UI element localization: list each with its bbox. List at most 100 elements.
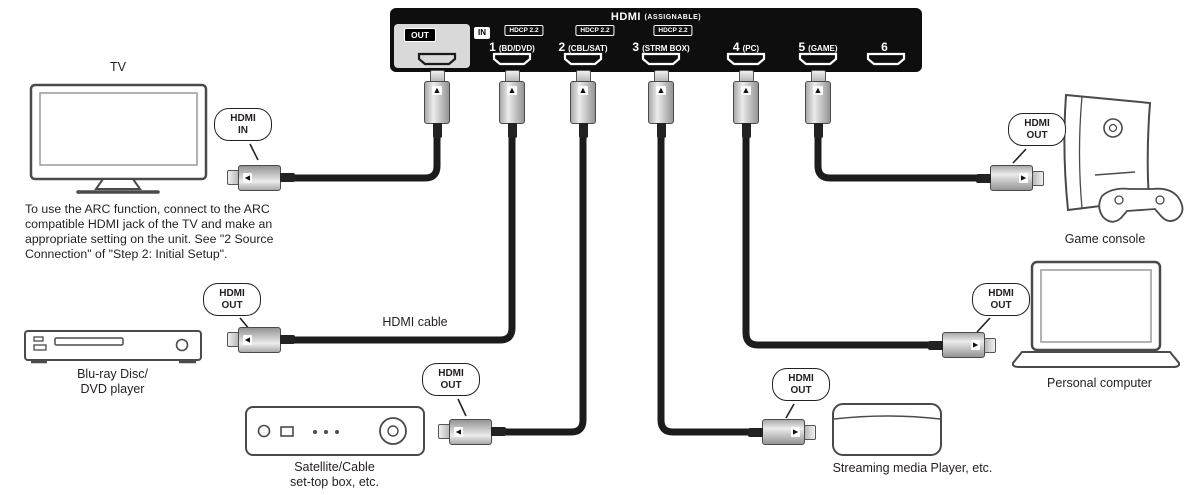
plug-body: ▲	[570, 81, 596, 124]
hdmi-port-5	[798, 52, 838, 66]
callout-line2: OUT	[440, 379, 462, 391]
cable-4-to-pc	[742, 121, 939, 349]
port-3-number: 3	[632, 40, 640, 54]
plug-tip	[985, 337, 996, 353]
hdmi-plug-in1: ▲	[499, 70, 525, 138]
plug-neck	[280, 335, 295, 345]
hdmi-plug-in5: ▲	[805, 70, 831, 138]
callout-line2: OUT	[990, 299, 1012, 311]
plug-neck	[491, 427, 506, 437]
hdmi-plug-streaming: ▲	[748, 419, 816, 445]
plug-tip	[227, 170, 238, 186]
cables	[284, 121, 986, 436]
hdmi-cable-label: HDMI cable	[382, 315, 448, 329]
plug-body: ▲	[449, 419, 492, 445]
port-5-label: 5(GAME)	[763, 38, 873, 56]
plug-neck	[748, 427, 763, 437]
settop-illustration	[245, 406, 425, 456]
arc-note: To use the ARC function, connect to the …	[25, 202, 325, 262]
streaming-player-illustration	[832, 403, 942, 456]
cable-3-to-streaming	[657, 121, 759, 436]
plug-direction-marker: ▲	[506, 85, 518, 95]
plug-body: ▲	[762, 419, 805, 445]
hdmi-port-2	[563, 52, 603, 66]
bluray-label-line1: Blu-ray Disc/	[77, 367, 148, 381]
port-4-label: 4(PC)	[691, 38, 801, 56]
arc-note-line2: compatible HDMI jack of the TV and make …	[25, 217, 273, 231]
port-2-number: 2	[558, 40, 566, 54]
callout-line2: OUT	[221, 299, 243, 311]
plug-body: ▲	[733, 81, 759, 124]
plug-direction-marker: ▲	[655, 85, 667, 95]
hdcp-badge-3: HDCP 2.2	[653, 25, 693, 37]
plug-tip	[438, 424, 449, 440]
hdmi-plug-bluray: ▲	[227, 327, 295, 353]
panel-title: HDMI (ASSIGNABLE)	[390, 11, 922, 23]
plug-direction-marker: ▲	[242, 334, 252, 346]
personal-computer-illustration	[1011, 260, 1181, 368]
plug-direction-marker: ▲	[791, 426, 801, 438]
plug-tip	[504, 70, 520, 81]
port-2-label: 2(CBL/SAT)	[528, 38, 638, 56]
callout-hdmi-out-settop: HDMI OUT	[422, 363, 480, 396]
callout-line1: HDMI	[438, 368, 464, 379]
game-console-illustration	[1063, 93, 1184, 223]
tv-label: TV	[110, 60, 126, 74]
cable-2-to-settop	[496, 121, 587, 436]
plug-tip	[575, 70, 591, 81]
callout-hdmi-out-game: HDMI OUT	[1008, 113, 1066, 146]
port-2-name: (CBL/SAT)	[568, 44, 608, 53]
plug-neck	[928, 340, 943, 350]
bluray-label: Blu-ray Disc/ DVD player	[40, 367, 185, 397]
callout-hdmi-out-pc: HDMI OUT	[972, 283, 1030, 316]
plug-neck	[741, 123, 751, 138]
hdmi-port-out	[417, 52, 457, 66]
plug-neck	[280, 173, 295, 183]
plug-direction-marker: ▲	[1019, 172, 1029, 184]
cable-out-to-tv	[284, 121, 441, 182]
settop-label-line2: set-top box, etc.	[290, 474, 379, 489]
arc-note-line1: To use the ARC function, connect to the …	[25, 202, 270, 216]
callout-hdmi-in-tv: HDMI IN	[214, 108, 272, 141]
plug-tip	[429, 70, 445, 81]
plug-body: ▲	[805, 81, 831, 124]
plug-neck	[656, 123, 666, 138]
port-3-label: 3(STRM BOX)	[606, 38, 716, 56]
game-label: Game console	[1064, 232, 1146, 246]
callout-line2: OUT	[790, 384, 812, 396]
hdmi-out-label: OUT	[404, 28, 436, 43]
settop-label-line1: Satellite/Cable	[294, 460, 375, 474]
hdcp-badge-1: HDCP 2.2	[504, 25, 544, 37]
plug-body: ▲	[990, 165, 1033, 191]
plug-neck	[976, 173, 991, 183]
plug-body: ▲	[499, 81, 525, 124]
callout-tails	[239, 143, 1027, 419]
callout-hdmi-out-streaming: HDMI OUT	[772, 368, 830, 401]
arc-note-line3: appropriate setting on the unit. See "2 …	[25, 232, 274, 246]
plug-neck	[432, 123, 442, 138]
streaming-label: Streaming media Player, etc.	[832, 461, 993, 475]
callout-line1: HDMI	[1024, 118, 1050, 129]
cable-5-to-game	[814, 121, 986, 182]
plug-neck	[507, 123, 517, 138]
hdmi-plug-out: ▲	[424, 70, 450, 138]
plug-tip	[738, 70, 754, 81]
plug-tip	[805, 424, 816, 440]
port-5-name: (GAME)	[808, 44, 838, 53]
port-4-number: 4	[732, 40, 740, 54]
hdcp-badge-2: HDCP 2.2	[575, 25, 615, 37]
hdmi-plug-tv: ▲	[227, 165, 295, 191]
callout-hdmi-out-bluray: HDMI OUT	[203, 283, 261, 316]
plug-direction-marker: ▲	[242, 172, 252, 184]
bluray-label-line2: DVD player	[80, 381, 145, 396]
plug-neck	[813, 123, 823, 138]
port-1-number: 1	[489, 40, 496, 54]
hdmi-plug-game: ▲	[976, 165, 1044, 191]
hdmi-plug-pc: ▲	[928, 332, 996, 358]
plug-body: ▲	[238, 327, 281, 353]
hdmi-port-6	[866, 52, 906, 66]
plug-body: ▲	[648, 81, 674, 124]
plug-body: ▲	[424, 81, 450, 124]
panel-title-suffix: (ASSIGNABLE)	[644, 14, 702, 21]
